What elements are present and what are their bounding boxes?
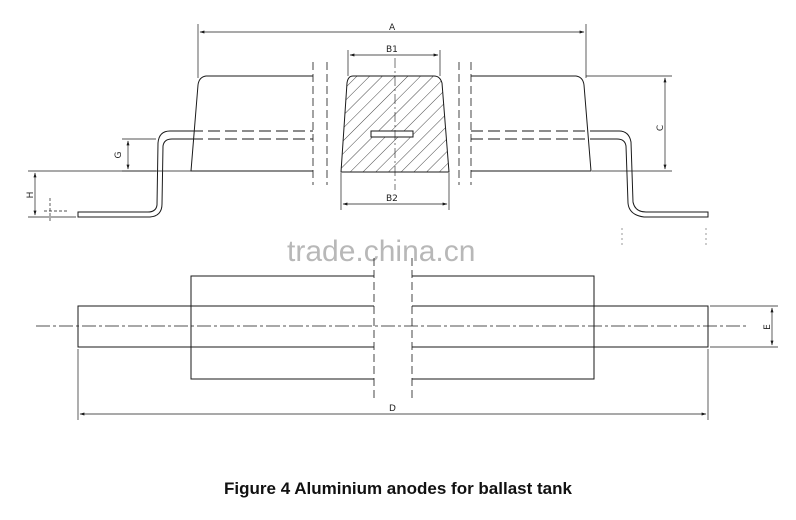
dimension-b1 [347, 50, 441, 76]
dimension-g-label: G [114, 151, 124, 158]
dimension-d [77, 349, 709, 420]
dimension-c [586, 75, 672, 172]
dimension-b1-label: B1 [386, 45, 398, 55]
dimension-h [28, 170, 156, 222]
right-core-leg [598, 130, 709, 218]
dimension-c-label: C [656, 125, 666, 131]
core-hidden-lines [191, 130, 598, 140]
left-core-leg [77, 130, 191, 218]
cross-section-core [370, 130, 414, 138]
figure-caption: Figure 4 Aluminium anodes for ballast ta… [224, 479, 572, 498]
dimension-h-label: H [26, 192, 36, 199]
dimension-e-label: E [763, 324, 773, 330]
right-anode-body [471, 75, 592, 172]
left-core-strap [77, 305, 374, 348]
left-anode-plan [190, 275, 374, 380]
watermark-text: trade.china.cn [287, 235, 475, 268]
dimension-a [197, 24, 587, 78]
right-core-strap [412, 305, 709, 348]
right-anode-plan [412, 275, 595, 380]
plan-view [36, 258, 748, 398]
dimension-a-label: A [389, 23, 396, 33]
dimension-d-label: D [389, 404, 396, 414]
dimension-b2-label: B2 [386, 194, 398, 204]
side-elevation-view [77, 58, 709, 218]
left-anode-body [190, 75, 313, 172]
break-lines [312, 62, 472, 185]
cross-section [340, 75, 450, 173]
dimension-e [710, 305, 778, 348]
dimension-g [122, 138, 191, 172]
dimension-b2 [340, 173, 450, 210]
